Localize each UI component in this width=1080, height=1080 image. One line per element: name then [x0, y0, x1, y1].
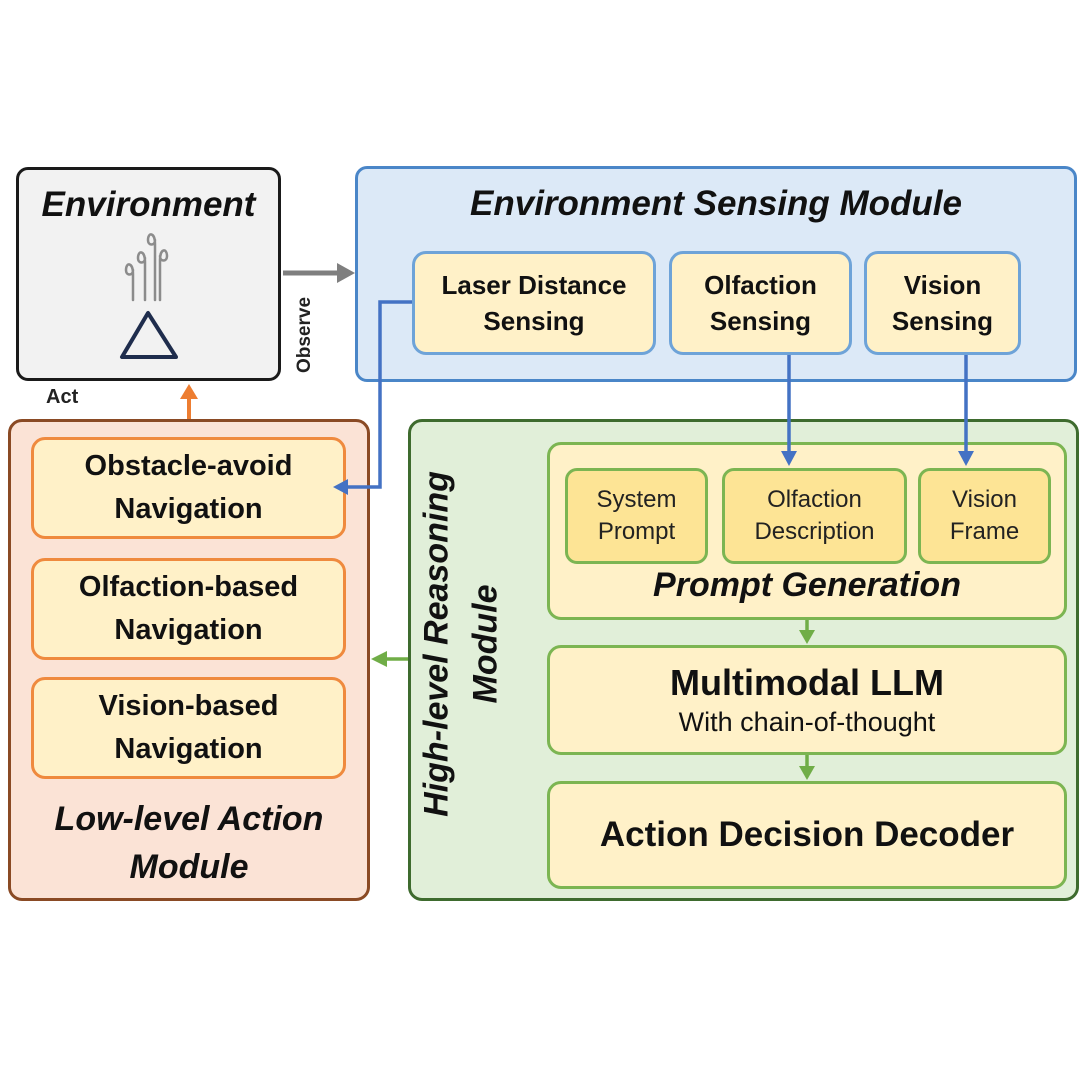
observe-label: Observe	[294, 296, 315, 374]
olfaction-based-navigation-box: Olfaction-based Navigation	[31, 558, 346, 660]
laser-distance-sensing-box: Laser Distance Sensing	[412, 251, 656, 355]
obstacle-avoid-navigation-box: Obstacle-avoid Navigation	[31, 437, 346, 539]
observe-arrow	[283, 263, 355, 283]
olfaction-sensing-box: Olfaction Sensing	[669, 251, 852, 355]
prompt-generation-title: Prompt Generation	[653, 566, 961, 604]
reasoning-to-action-arrow	[371, 651, 408, 667]
system-prompt-box: System Prompt	[565, 468, 708, 564]
reasoning-module-title: High-level Reasoning Module	[417, 471, 505, 817]
vision-frame-box: Vision Frame	[918, 468, 1051, 564]
action-decision-decoder-box: Action Decision Decoder	[547, 781, 1067, 889]
multimodal-llm-title: Multimodal LLM	[670, 661, 944, 703]
act-label: Act	[46, 386, 79, 408]
environment-title: Environment	[41, 185, 256, 224]
vision-sensing-box: Vision Sensing	[864, 251, 1021, 355]
multimodal-llm-box: Multimodal LLM With chain-of-thought	[547, 645, 1067, 755]
action-module-title: Low-level Action Module	[54, 800, 324, 886]
olfaction-description-box: Olfaction Description	[722, 468, 907, 564]
act-arrow	[180, 384, 198, 419]
multimodal-llm-subtitle: With chain-of-thought	[678, 706, 936, 737]
vision-based-navigation-box: Vision-based Navigation	[31, 677, 346, 779]
sensing-module-title: Environment Sensing Module	[470, 184, 962, 223]
